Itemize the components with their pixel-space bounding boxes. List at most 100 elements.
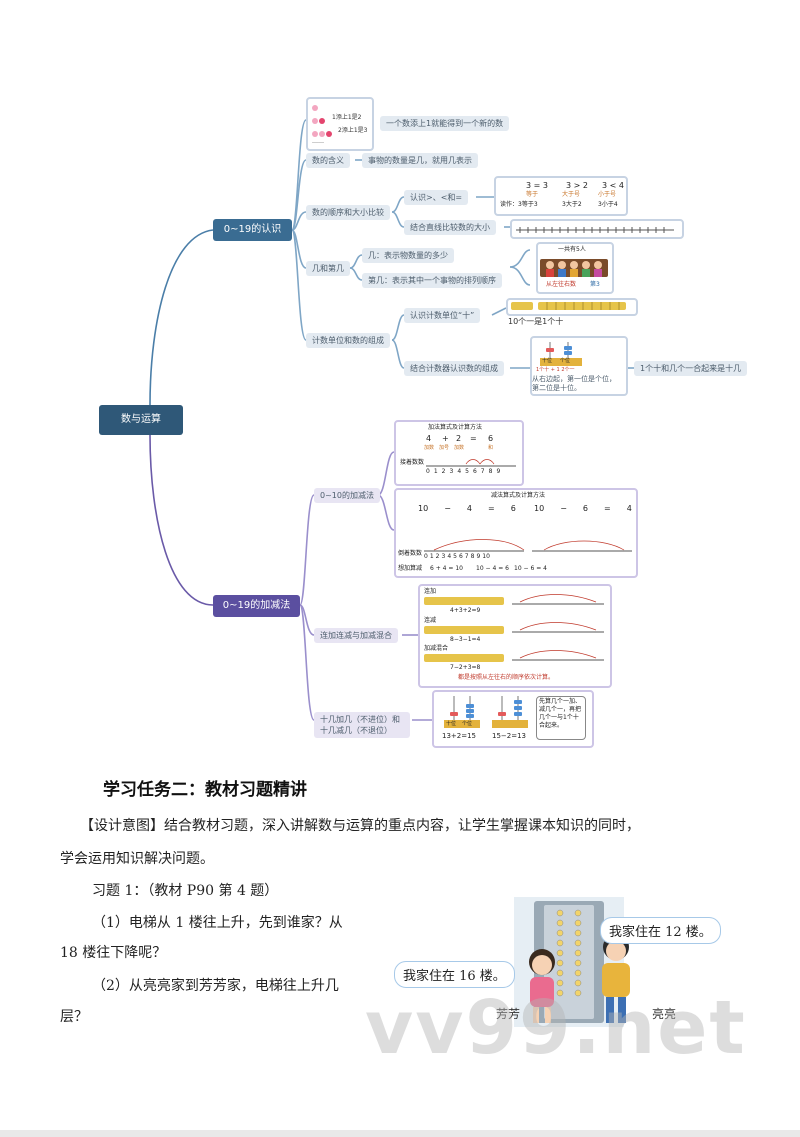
mixed-expr: 8−3−1=4 bbox=[450, 636, 481, 643]
abacus-note: 从右边起，第一位是个位，第二位是十位。 bbox=[532, 375, 616, 393]
node-ordinal: 几和第几 bbox=[306, 261, 350, 276]
name-label-girl: 芳芳 bbox=[496, 1007, 521, 1021]
sticks-bar bbox=[424, 597, 504, 605]
tick-label: 4 bbox=[447, 553, 452, 560]
number-line bbox=[516, 227, 674, 233]
speech-bubble-boy: 我家住在 12 楼。 bbox=[600, 917, 721, 944]
addition-sub: 加数 bbox=[454, 445, 465, 451]
tick-label: 6 bbox=[458, 553, 463, 560]
branch-node-recognition: 0~19的认识 bbox=[213, 219, 292, 241]
expr-token: 6 bbox=[510, 504, 516, 513]
compare-read: 等于 bbox=[526, 191, 539, 198]
expr-token: = bbox=[487, 504, 495, 513]
tick-label: 8 bbox=[488, 468, 493, 475]
expr-token: 10 bbox=[418, 504, 429, 513]
bead-card: 1添上1是2 2添上1是3 …… bbox=[306, 97, 374, 151]
addition-expr: 6 bbox=[488, 434, 494, 443]
compare-read: 大于号 bbox=[562, 191, 581, 198]
sticks-bar bbox=[424, 626, 504, 634]
teen-tag: 个位 bbox=[462, 721, 473, 727]
tick-label: 5 bbox=[465, 468, 469, 475]
expr-token: = bbox=[603, 504, 611, 513]
numberline-card bbox=[510, 219, 684, 239]
new-number-note: 一个数添上1就能得到一个新的数 bbox=[380, 116, 510, 131]
mixed-tag: 加减混合 bbox=[424, 645, 449, 652]
teen-card: 十位 个位 13+2=15 15−2=13 先算几个一加、减几个一，再把几个一与… bbox=[432, 690, 594, 748]
abacus-tag: 十位 bbox=[542, 358, 553, 364]
think-addition: 想加算减 bbox=[398, 565, 423, 572]
chain-step: 6 + 4 = 10 bbox=[430, 565, 463, 572]
chain-step: 10 − 6 = 4 bbox=[514, 565, 547, 572]
node-unit: 计数单位和数的组成 bbox=[306, 333, 390, 348]
subtraction-expr-1: 10−4=6 bbox=[418, 504, 516, 513]
compare-card: 3 = 3 3 > 2 3 < 4 等于 大于号 小于号 读作：3等于3 3大于… bbox=[494, 176, 628, 216]
ten-sticks-illustration bbox=[511, 302, 626, 310]
unit-summary: 1个十和几个一合起来是十几 bbox=[634, 361, 748, 376]
root-node: 数与运算 bbox=[99, 405, 183, 435]
addition-card-title: 加法算式及计算方法 bbox=[428, 424, 483, 431]
tick-label: 0 bbox=[424, 553, 428, 560]
teen-note: 先算几个一加、减几个一，再把几个一与1个十合起来。 bbox=[536, 696, 586, 740]
expr-token: − bbox=[444, 504, 451, 513]
children-illustration bbox=[540, 259, 608, 277]
node-order: 数的顺序和大小比较 bbox=[306, 205, 390, 220]
mixed-tag: 连加 bbox=[424, 588, 437, 595]
bead-illustration bbox=[312, 105, 332, 137]
tick-label: 2 bbox=[435, 553, 440, 560]
teen-abacus-illustration bbox=[444, 696, 528, 728]
node-meaning-desc: 事物的数量是几，就用几表示 bbox=[362, 153, 478, 168]
tick-label: 7 bbox=[464, 553, 469, 560]
tick-label: 1 bbox=[429, 553, 434, 560]
mixed-expr: 4+3+2=9 bbox=[450, 607, 481, 614]
design-intent: 【设计意图】结合教材习题，深入讲解数与运算的重点内容，让学生掌握课本知识的同时， bbox=[80, 818, 640, 834]
bead-label: …… bbox=[312, 138, 324, 145]
ten-note: 10个一是1个十 bbox=[508, 317, 564, 326]
node-ordinal-how-many: 几：表示物数量的多少 bbox=[362, 248, 454, 263]
tick-label: 6 bbox=[472, 468, 477, 475]
mixed-tag: 连减 bbox=[424, 617, 437, 624]
ordinal-card: 一共有5人 从左往右数 第3 bbox=[536, 242, 614, 294]
addition-sub: 加号 bbox=[439, 445, 450, 451]
tick-label: 9 bbox=[476, 553, 481, 560]
mixed-note: 都是按照从左往右的顺序依次计算。 bbox=[458, 674, 555, 681]
node-meaning: 数的含义 bbox=[306, 153, 350, 168]
tick-label: 3 bbox=[449, 468, 454, 475]
node-teen: 十几加几（不进位）和十几减几（不退位） bbox=[314, 712, 410, 738]
name-label-boy: 亮亮 bbox=[652, 1007, 677, 1021]
design-intent-cont: 学会运用知识解决问题。 bbox=[60, 851, 214, 867]
node-mixed: 连加连减与加减混合 bbox=[314, 628, 398, 643]
sticks-bar bbox=[424, 654, 504, 662]
node-ordinal-position: 第几：表示其中一个事物的排列顺序 bbox=[362, 273, 502, 288]
compare-readline: 3小于4 bbox=[598, 201, 618, 208]
mind-map-links bbox=[149, 119, 634, 721]
addition-expr: 4 bbox=[426, 434, 432, 443]
tick-label: 2 bbox=[441, 468, 446, 475]
ordinal-card-title: 一共有5人 bbox=[558, 246, 586, 253]
mixed-expr: 7−2+3=8 bbox=[450, 664, 481, 671]
node-unit-ten: 认识计数单位“十” bbox=[404, 308, 481, 323]
tick-label: 5 bbox=[453, 553, 457, 560]
compare-expr: 3 = 3 bbox=[526, 181, 548, 190]
section-title: 学习任务二：教材习题精讲 bbox=[103, 780, 307, 800]
mixed-card: 连加 4+3+2=9 连减 8−3−1=4 加减混合 7−2+3=8 都是按照从… bbox=[418, 584, 612, 688]
ordinal-card-tag: 第3 bbox=[590, 281, 600, 288]
abacus-tag: 个位 bbox=[560, 358, 571, 364]
expr-token: 10 bbox=[534, 504, 545, 513]
ten-card bbox=[506, 298, 638, 316]
compare-expr: 3 < 4 bbox=[602, 181, 624, 190]
tick-label: 3 bbox=[441, 553, 446, 560]
addition-method: 接着数数 bbox=[400, 459, 425, 466]
addition-expr: 2 bbox=[456, 434, 462, 443]
compare-read: 小于号 bbox=[598, 191, 617, 198]
tick-label: 4 bbox=[457, 468, 462, 475]
tick-label: 8 bbox=[470, 553, 475, 560]
addition-sub: 加数 bbox=[424, 445, 435, 451]
teen-expr: 13+2=15 bbox=[442, 732, 476, 740]
speech-bubble-girl: 我家住在 16 楼。 bbox=[394, 961, 515, 988]
abacus-example: 1个十 + 1 2个一 bbox=[536, 367, 575, 373]
elevator-illustration: 我家住在 12 楼。 我家住在 16 楼。 芳芳 亮亮 bbox=[394, 897, 734, 1032]
